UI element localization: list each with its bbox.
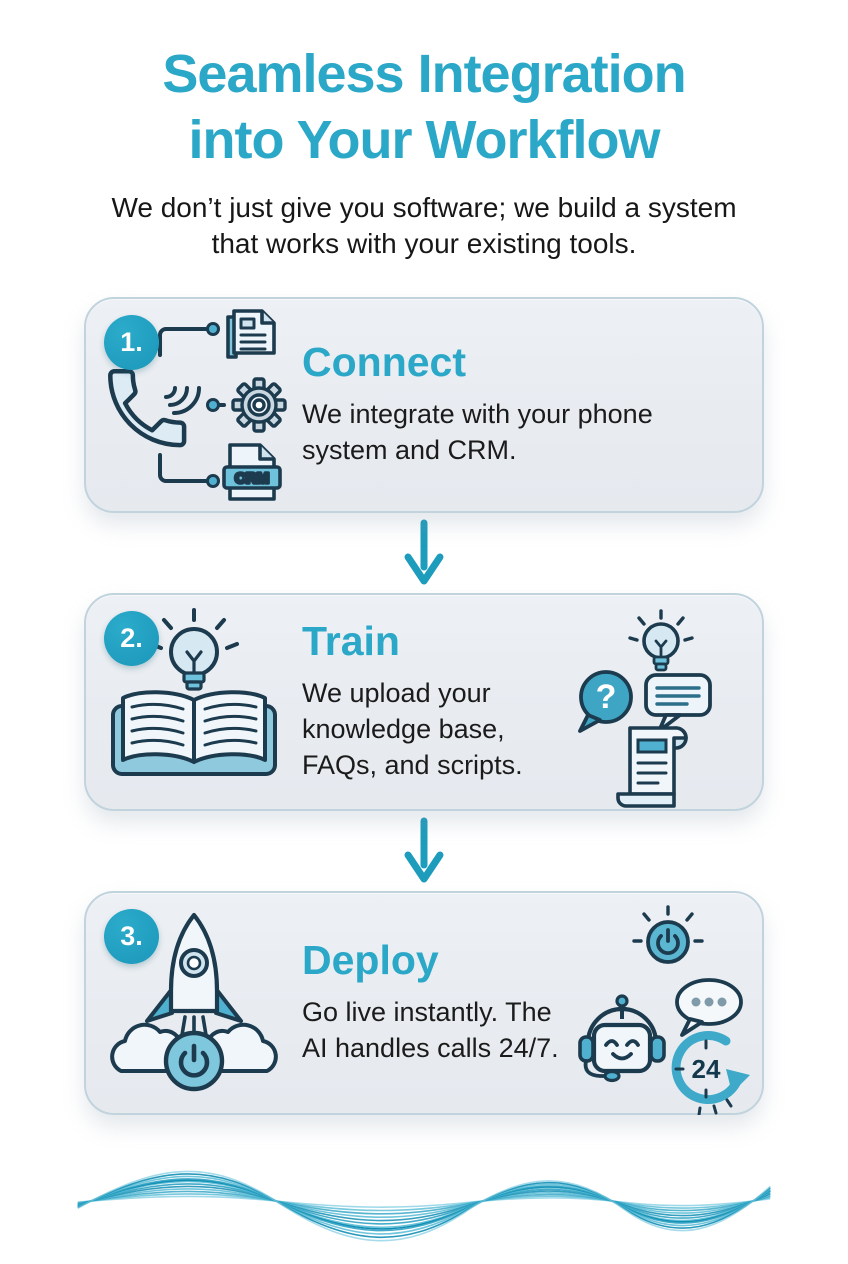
crm-label: CRM (235, 470, 269, 487)
step-card-train: 2. (84, 592, 764, 811)
flow-arrow-row (84, 513, 764, 593)
question-bubble-icon: ? (578, 669, 633, 733)
step-number-badge: 2. (104, 610, 159, 666)
chat-dots-icon (675, 977, 743, 1037)
connector-dot (206, 321, 220, 336)
question-glyph: ? (596, 678, 617, 716)
connector-dot (206, 473, 220, 488)
robot-headset-icon (578, 993, 666, 1082)
step-title: Train (302, 618, 400, 665)
title-line-2: into Your Workflow (188, 109, 661, 170)
flow-arrow-row (84, 811, 764, 891)
clock-arrow-head (726, 1068, 750, 1093)
step-description: We integrate with your phone system and … (302, 399, 653, 466)
gear-icon (231, 376, 287, 433)
subtitle-line-1: We don’t just give you software; we buil… (111, 191, 737, 223)
lightbulb-icon (169, 626, 219, 691)
step-content: Train We upload your knowledge base, FAQ… (302, 619, 580, 784)
step-card-deploy: 3. (84, 890, 764, 1115)
step-number-badge: 3. (104, 908, 159, 964)
sound-wave-icon (76, 1170, 772, 1242)
lightbulb-icon (628, 608, 694, 671)
title-line-1: Seamless Integration (162, 44, 686, 104)
open-book (111, 689, 277, 776)
connector-top (158, 326, 210, 357)
signal-waves-icon (164, 385, 201, 415)
step-content: Connect We integrate with your phone sys… (302, 339, 762, 469)
deploy-right-icons: 24 (578, 893, 750, 1115)
step-description: Go live instantly. The AI handles calls … (302, 997, 559, 1064)
step-title: Deploy (302, 937, 439, 984)
crm-file-icon: CRM (222, 442, 282, 501)
wave-decoration (0, 1141, 848, 1261)
step-description: We upload your knowledge base, FAQs, and… (302, 678, 523, 781)
document-icon (226, 308, 276, 359)
clock-24-icon: 24 (671, 1030, 750, 1115)
train-right-icons: ? (578, 595, 750, 809)
subtitle-line-2: that works with your existing tools. (211, 228, 637, 260)
step-number-badge: 1. (104, 314, 159, 370)
scroll-icon (616, 725, 688, 808)
connector-bottom (158, 452, 210, 483)
subtitle: We don’t just give you software; we buil… (0, 190, 848, 263)
chat-bubble-icon (644, 672, 712, 733)
power-button-icon (163, 1030, 225, 1091)
step-card-connect: 1. (84, 296, 764, 513)
page-title: Seamless Integration into Your Workflow (0, 42, 848, 174)
rocket (145, 912, 243, 1039)
book-lightbulb-icon (86, 606, 302, 798)
step-content: Deploy Go live instantly. The AI handles… (302, 937, 580, 1067)
down-arrow-icon (404, 519, 444, 585)
connector-dot (206, 397, 220, 412)
header: Seamless Integration into Your Workflow … (0, 0, 848, 263)
clock-label: 24 (692, 1054, 721, 1084)
phone-crm-integration-icon: CRM (86, 308, 302, 501)
smoke-clouds (110, 1022, 278, 1073)
down-arrow-icon (404, 817, 444, 883)
steps-container: 1. (84, 296, 764, 1115)
power-button-icon (632, 904, 704, 964)
phone-handset-icon (108, 368, 187, 447)
step-title: Connect (302, 339, 466, 386)
rocket-launch-icon (86, 905, 302, 1101)
